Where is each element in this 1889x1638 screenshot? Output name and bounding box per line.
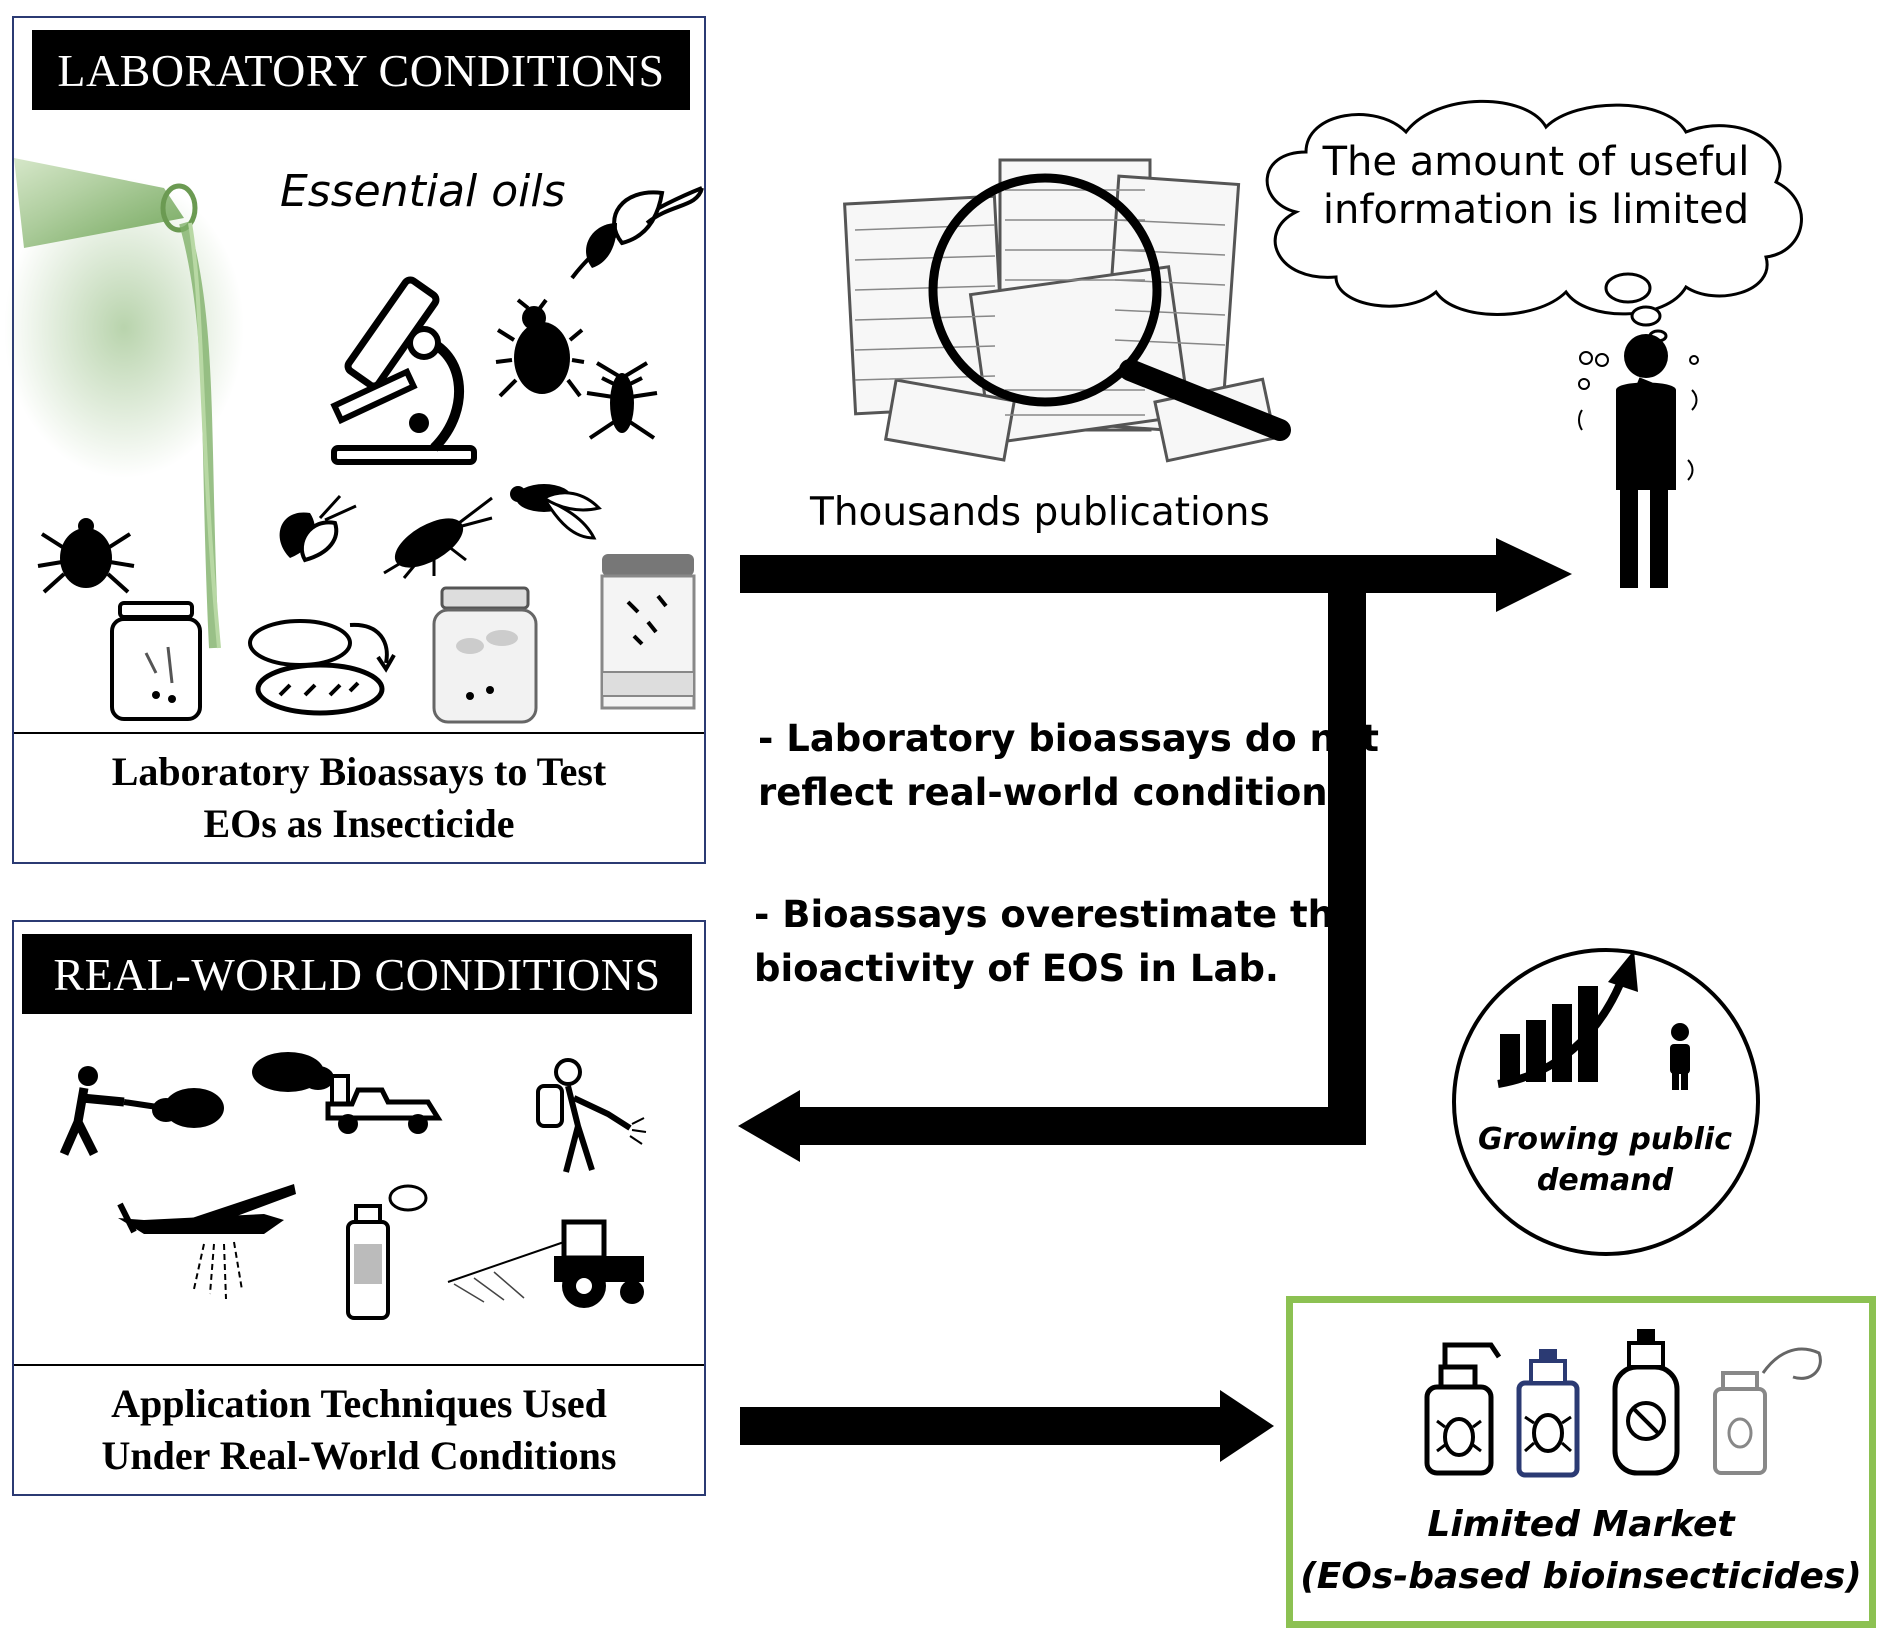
market-label-line1: Limited Market xyxy=(1427,1504,1735,1545)
real-world-caption: Application Techniques Used Under Real-W… xyxy=(14,1364,704,1494)
bullet-lab-not-real-line2: reflect real-world conditions. xyxy=(758,770,1364,814)
demand-label: Growing public demand xyxy=(1470,1120,1740,1201)
thought-text-line2: information is limited xyxy=(1322,187,1750,233)
tick-icon xyxy=(37,518,135,594)
bullet-lab-not-real-line1: - Laboratory bioassays do not xyxy=(758,717,1379,760)
publications-pile-illustration xyxy=(843,158,1291,463)
real-world-caption-line1: Application Techniques Used xyxy=(111,1381,607,1426)
demand-label-line2: demand xyxy=(1536,1162,1674,1198)
arrow-to-real-world-shaft xyxy=(794,1107,1366,1145)
fogger-operator-icon xyxy=(59,1066,224,1157)
test-jar-icon xyxy=(110,601,202,721)
arrow-to-market-head xyxy=(1220,1390,1274,1462)
real-world-header: REAL-WORLD CONDITIONS xyxy=(22,934,692,1014)
arrow-to-person-shaft xyxy=(740,555,1510,593)
arrow-to-market-shaft xyxy=(740,1407,1240,1445)
fly-icon xyxy=(510,484,602,540)
publications-label: Thousands publications xyxy=(810,490,1270,535)
insect-spray-can-icon xyxy=(1516,1349,1580,1478)
spray-bottle-icon xyxy=(1424,1342,1502,1476)
bullet-overestimate-line1: - Bioassays overestimate the xyxy=(754,893,1360,936)
bullet-overestimate-line2: bioactivity of EOS in Lab. xyxy=(754,946,1279,990)
cylinder-cage-icon xyxy=(600,554,696,710)
real-world-header-text: REAL-WORLD CONDITIONS xyxy=(53,948,661,1000)
bar-chart-arrow-icon xyxy=(1497,950,1638,1088)
bullet-lab-not-real: - Laboratory bioassays do not reflect re… xyxy=(758,712,1379,819)
person-small-icon xyxy=(1670,1023,1690,1090)
laboratory-caption-line2: EOs as Insecticide xyxy=(203,801,515,846)
no-mosquito-spray-icon xyxy=(1612,1329,1680,1476)
essential-oils-label: Essential oils xyxy=(280,166,566,217)
backpack-sprayer-icon xyxy=(536,1058,647,1173)
thought-text: The amount of useful information is limi… xyxy=(1306,138,1766,234)
petri-dish-icon xyxy=(248,619,396,716)
mason-jar-icon xyxy=(432,586,538,724)
arrow-to-real-world-head xyxy=(738,1090,800,1162)
bullet-overestimate: - Bioassays overestimate the bioactivity… xyxy=(754,888,1359,995)
market-label: Limited Market (EOs-based bioinsecticide… xyxy=(1293,1499,1869,1603)
laboratory-header: LABORATORY CONDITIONS xyxy=(32,30,690,110)
market-label-line2: (EOs-based bioinsecticides) xyxy=(1300,1556,1862,1598)
real-world-caption-line2: Under Real-World Conditions xyxy=(101,1433,617,1478)
spiky-bug-icon xyxy=(586,361,658,440)
limited-market-box: Limited Market (EOs-based bioinsecticide… xyxy=(1286,1296,1876,1628)
moth-icon xyxy=(279,494,357,563)
laboratory-panel: LABORATORY CONDITIONS Essential oils xyxy=(4,16,706,864)
arrow-to-person-head xyxy=(1496,538,1572,612)
growing-demand-circle xyxy=(1452,948,1760,1256)
leaf-icon xyxy=(570,186,704,280)
tractor-sprayer-icon xyxy=(447,1219,644,1308)
laboratory-header-text: LABORATORY CONDITIONS xyxy=(57,44,665,96)
connector-vertical xyxy=(1328,585,1366,1145)
confused-person-icon xyxy=(1578,334,1699,588)
oil-pouring-illustration xyxy=(4,158,244,649)
laboratory-caption: Laboratory Bioassays to Test EOs as Inse… xyxy=(14,732,704,862)
beetle-icon xyxy=(495,298,585,398)
laboratory-caption-line1: Laboratory Bioassays to Test xyxy=(111,749,607,794)
demand-label-line1: Growing public xyxy=(1478,1122,1732,1157)
real-world-panel: REAL-WORLD CONDITIONS xyxy=(12,920,706,1496)
microscope-icon xyxy=(330,276,477,465)
crop-duster-airplane-icon xyxy=(117,1184,296,1300)
cockroach-icon xyxy=(383,496,493,579)
thought-text-line1: The amount of useful xyxy=(1322,139,1750,185)
aerosol-insect-spray-icon xyxy=(1713,1347,1822,1475)
aerosol-can-icon xyxy=(346,1184,428,1320)
fogging-truck-icon xyxy=(252,1052,443,1134)
